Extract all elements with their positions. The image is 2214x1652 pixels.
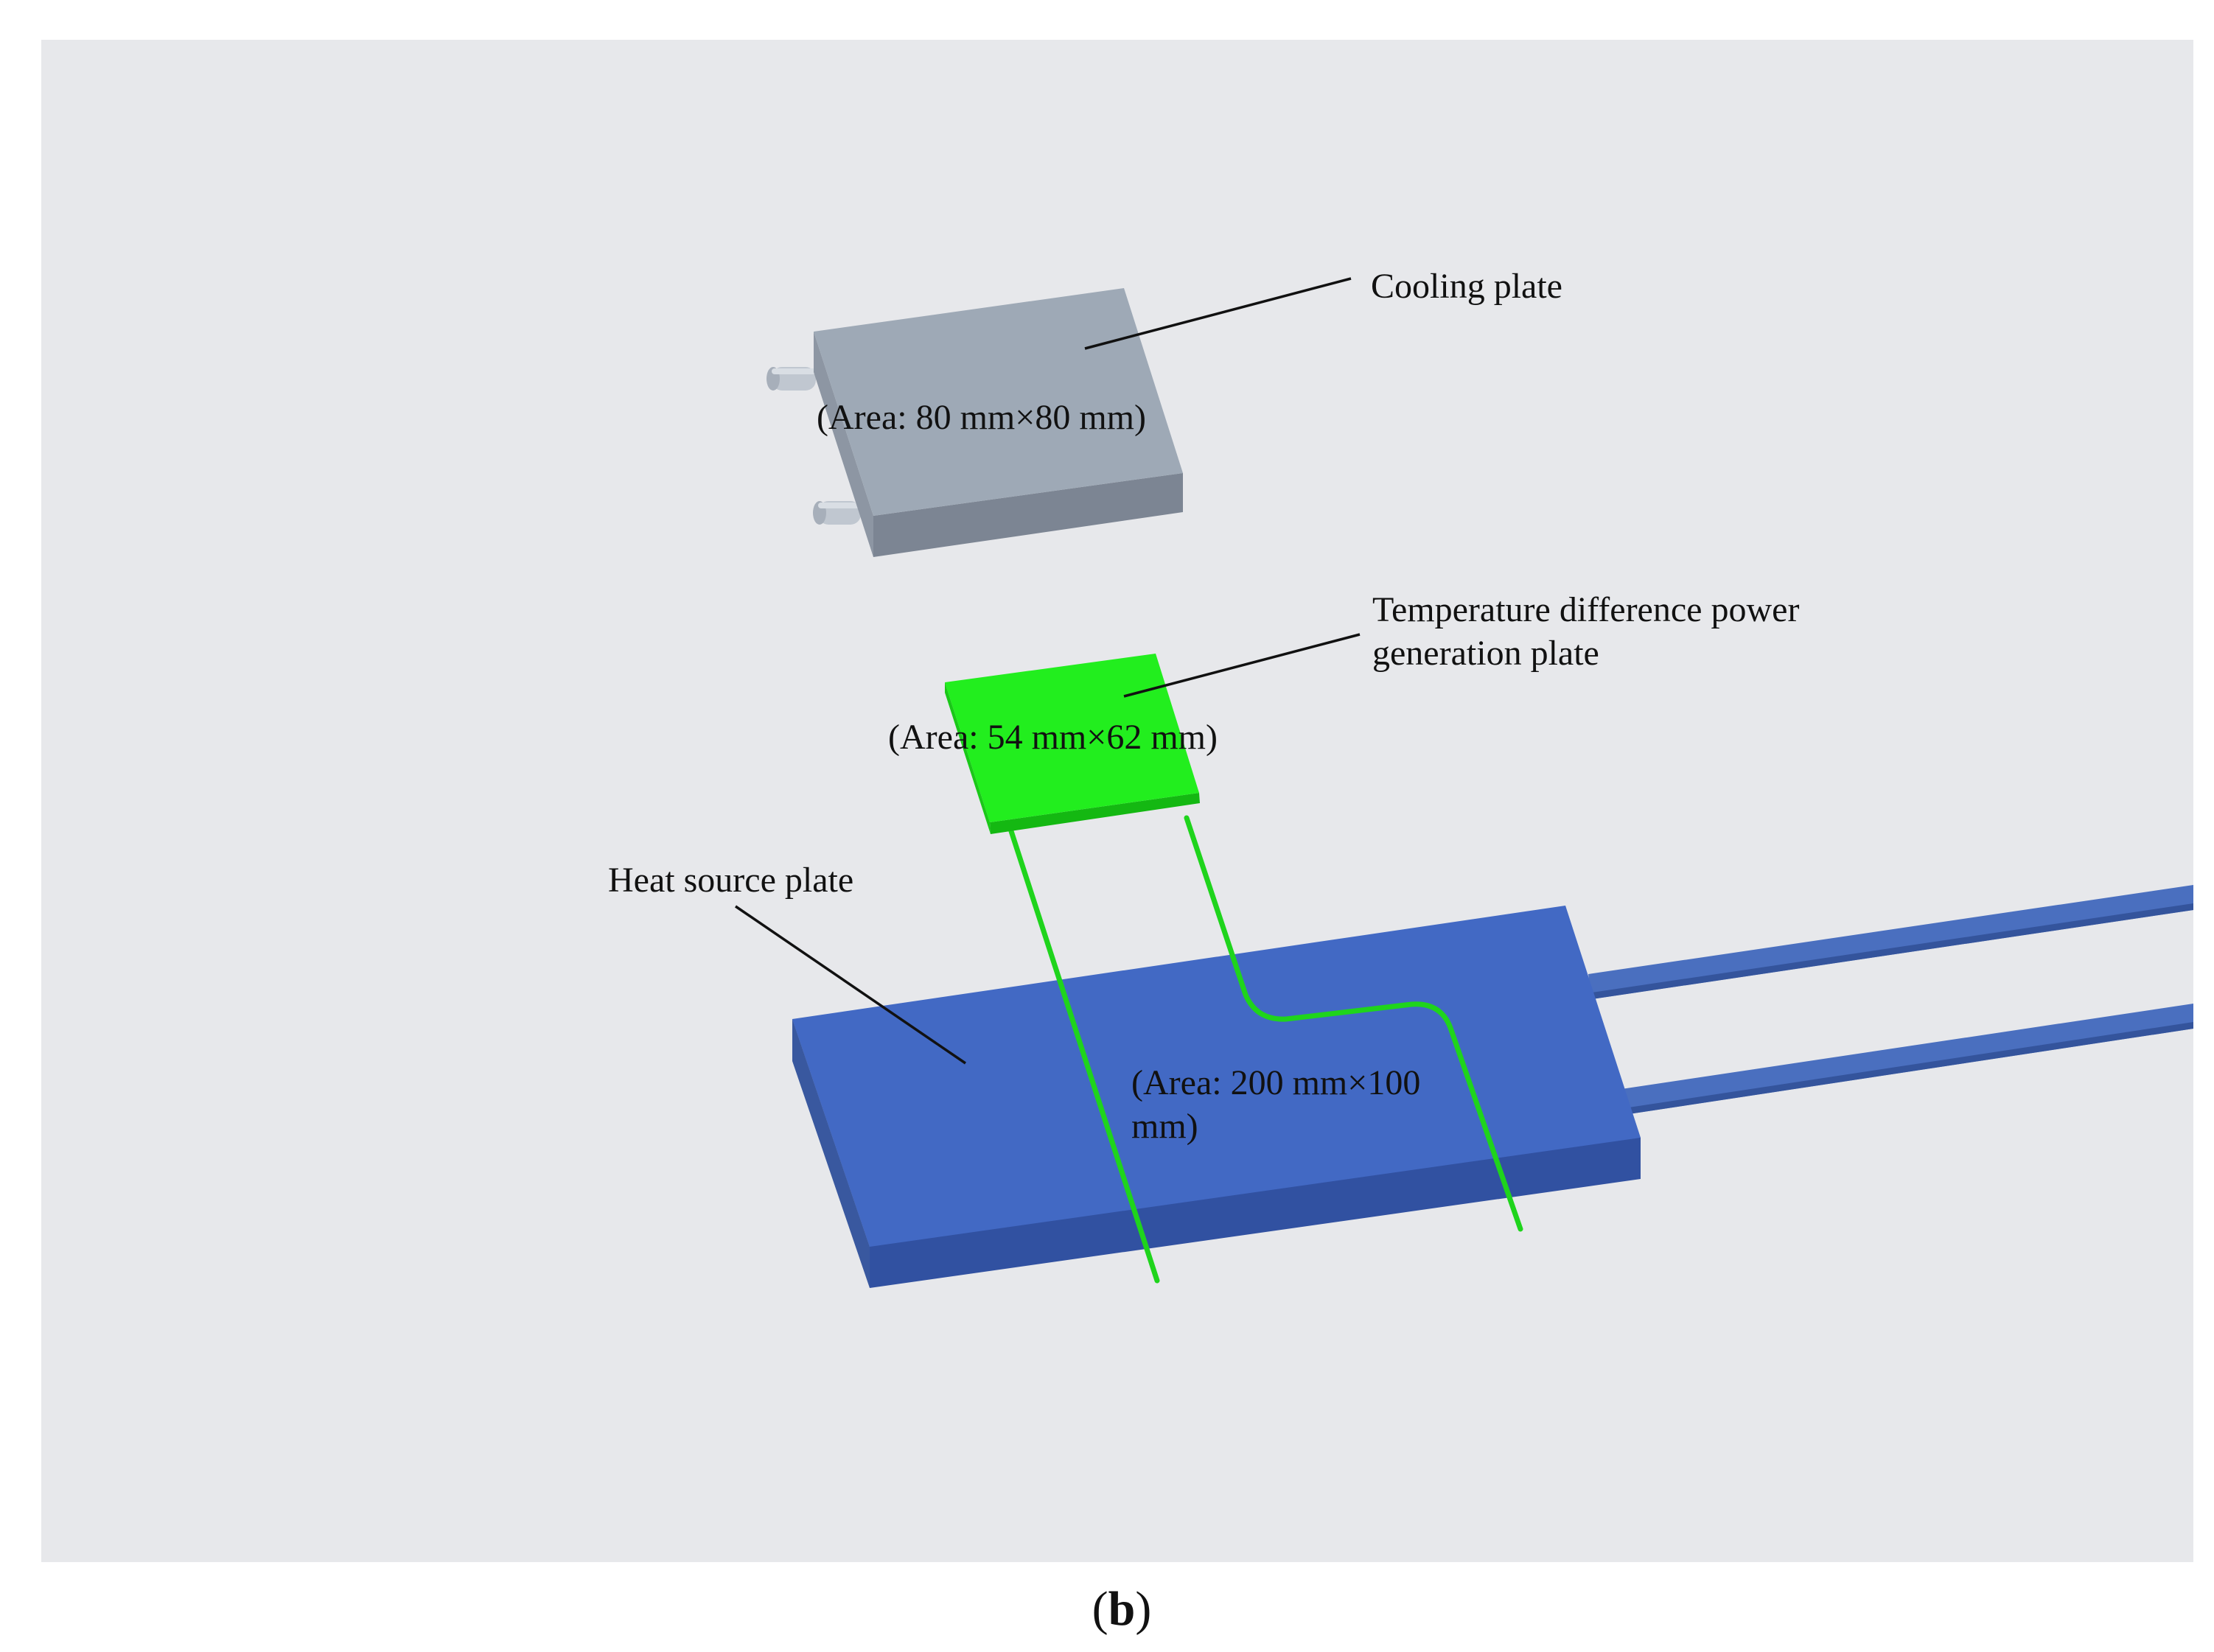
cooling-plate-pipe-lower (813, 501, 861, 525)
cooling-plate-side-face (814, 332, 873, 557)
teg-plate-label-line1: Temperature difference power (1372, 590, 1799, 629)
cooling-plate-area: (Area: 80 mm×80 mm) (817, 398, 1146, 437)
heat-plate-top-face (792, 906, 1641, 1247)
heat-source-plate (792, 885, 2193, 1288)
teg-wire-left (1008, 828, 1160, 1284)
cooling-plate-label: Cooling plate (1371, 267, 1562, 306)
leader-lines (735, 277, 1361, 1065)
caption-letter: b (1108, 1582, 1136, 1636)
heat-source-pipes (1588, 885, 2193, 1114)
teg-plate-label-line2: generation plate (1372, 634, 1599, 673)
teg-plate-front-face (990, 793, 1200, 834)
teg-plate-area: (Area: 54 mm×62 mm) (888, 718, 1218, 757)
heat-source-area-line2: mm) (1131, 1107, 1198, 1146)
teg-plate-top-face (945, 654, 1199, 822)
cooling-plate-pipe-upper (766, 367, 816, 391)
cooling-plate-front-face (873, 473, 1183, 557)
cooling-plate-top-face (814, 288, 1183, 516)
heat-plate-left-face (792, 1019, 870, 1288)
heat-source-leader (735, 905, 966, 1065)
cooling-plate (766, 288, 1183, 557)
caption-close-paren: ) (1135, 1582, 1151, 1636)
teg-wires (1008, 815, 1523, 1284)
heat-source-plate-label: Heat source plate (608, 861, 853, 900)
figure-caption: (b) (1092, 1582, 1152, 1636)
teg-plate-leader (1123, 633, 1361, 698)
teg-plate (945, 654, 1200, 834)
caption-open-paren: ( (1092, 1582, 1108, 1636)
teg-wire-right (1184, 815, 1523, 1232)
heat-source-area-line1: (Area: 200 mm×100 (1131, 1063, 1420, 1102)
cooling-plate-leader (1084, 277, 1352, 350)
